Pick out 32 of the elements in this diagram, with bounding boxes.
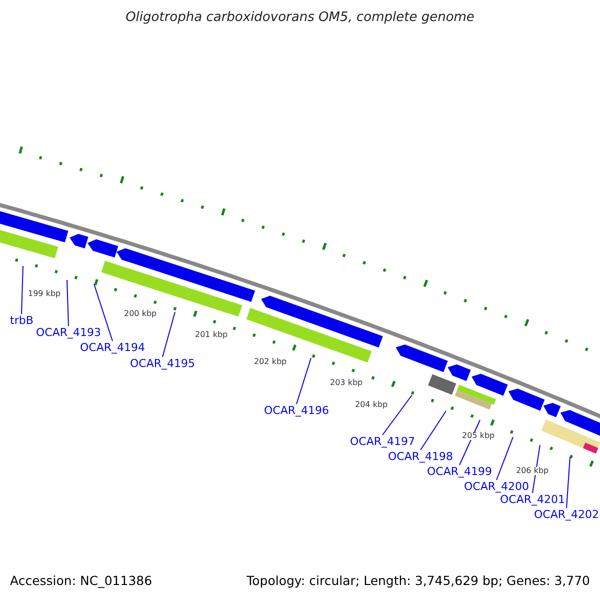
genome-info-text: Topology: circular; Length: 3,745,629 bp; Genes: 3,770: [246, 575, 590, 588]
gene-label: OCAR_4197: [350, 436, 416, 447]
scale-label: 199 kbp: [28, 290, 61, 298]
leader-line: [21, 266, 24, 314]
leader-line: [162, 312, 176, 358]
leader-line: [496, 436, 514, 480]
gene-label: OCAR_4199: [427, 466, 492, 477]
gene-label: trbB: [10, 315, 34, 326]
scale-label: 200 kbp: [124, 310, 157, 318]
gene-label: OCAR_4195: [130, 358, 196, 369]
gene-label: OCAR_4196: [264, 405, 330, 416]
gene-label: OCAR_4200: [464, 481, 530, 492]
gene-label: OCAR_4202: [534, 509, 600, 520]
gene-label: OCAR_4198: [388, 451, 454, 462]
leader-line: [532, 444, 540, 494]
leader-line: [66, 280, 69, 326]
scale-label: 201 kbp: [195, 331, 228, 339]
scale-label: 205 kbp: [462, 432, 495, 440]
leader-line: [296, 358, 312, 404]
gene-label: OCAR_4194: [80, 342, 146, 353]
scale-label: 203 kbp: [330, 379, 363, 387]
accession-text: Accession: NC_011386: [10, 575, 152, 588]
gene-label: OCAR_4193: [36, 327, 102, 338]
scale-label: 204 kbp: [355, 401, 388, 409]
leader-line: [566, 456, 570, 508]
title: Oligotropha carboxidovorans OM5, complete genome: [124, 11, 476, 24]
leader-line: [382, 394, 412, 436]
leader-line: [420, 410, 446, 450]
leader-line: [94, 284, 113, 342]
scale-label: 206 kbp: [516, 467, 549, 475]
scale-label: 202 kbp: [254, 358, 287, 366]
gene-label: OCAR_4201: [500, 494, 566, 505]
